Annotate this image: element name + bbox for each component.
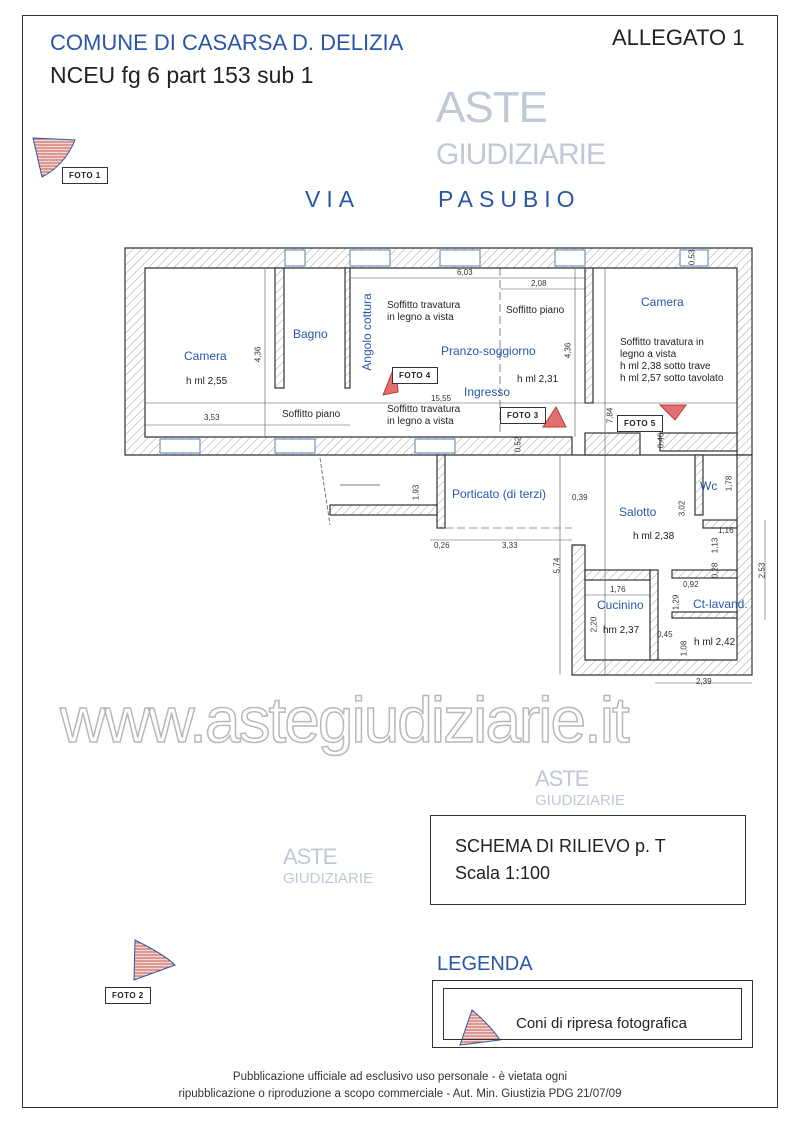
watermark-aste: ASTE bbox=[436, 83, 548, 132]
room-pranzo-soggiorno: Pranzo-soggiorno bbox=[441, 344, 536, 358]
watermark-aste-small: ASTE bbox=[535, 766, 589, 791]
dim-label: 3,02 bbox=[677, 500, 687, 517]
dim-label: 0,26 bbox=[434, 541, 450, 550]
note-soffitto-travatura-1: Soffitto travatura bbox=[387, 300, 461, 311]
page-frame bbox=[22, 15, 778, 1108]
room-porticato: Porticato (di terzi) bbox=[452, 487, 547, 501]
room-bagno: Bagno bbox=[293, 327, 328, 341]
room-cucinino-height: hm 2,37 bbox=[603, 625, 640, 636]
footer-line-2: ripubblicazione o riproduzione a scopo c… bbox=[178, 1088, 622, 1100]
room-ct-lavand-height: h ml 2,42 bbox=[694, 637, 736, 648]
watermark-giudiziarie: GIUDIZIARIE bbox=[436, 138, 606, 171]
room-salotto: Salotto bbox=[619, 505, 657, 519]
camera-right-note-4: h ml 2,57 sotto tavolato bbox=[620, 373, 724, 384]
dim-label: 0,46 bbox=[656, 432, 666, 449]
dim-label: 2,53 bbox=[757, 562, 767, 579]
dim-label: 15,55 bbox=[431, 394, 452, 403]
dim-label: 7,84 bbox=[605, 407, 615, 424]
dim-label: 0,39 bbox=[572, 493, 588, 502]
dim-label: 3,53 bbox=[204, 413, 220, 422]
dim-label: 1,13 bbox=[710, 537, 720, 554]
street-via: VIA bbox=[305, 186, 361, 212]
watermark-giudiziarie-small: GIUDIZIARIE bbox=[535, 792, 626, 809]
foto-5-label: FOTO 5 bbox=[617, 415, 663, 432]
dim-label: 4,36 bbox=[563, 342, 573, 359]
dim-label: 2,39 bbox=[696, 677, 712, 686]
dim-label: 2,20 bbox=[589, 616, 599, 633]
survey-scale: Scala 1:100 bbox=[455, 863, 551, 883]
note-in-legno-2: in legno a vista bbox=[387, 416, 454, 427]
dim-label: 1,93 bbox=[411, 484, 421, 501]
dim-label: 0,53 bbox=[687, 249, 697, 266]
dim-label: 1,29 bbox=[671, 594, 681, 611]
street-name: PASUBIO bbox=[438, 186, 581, 212]
cadastral-reference: NCEU fg 6 part 153 sub 1 bbox=[50, 62, 314, 88]
dim-label: 0,45 bbox=[657, 630, 673, 639]
dim-label: 2,08 bbox=[531, 279, 547, 288]
foto-4-label: FOTO 4 bbox=[392, 367, 438, 384]
stairs bbox=[319, 457, 380, 526]
dim-label: 0,52 bbox=[513, 436, 523, 453]
dim-label: 0,92 bbox=[683, 580, 699, 589]
photo-cone-icons bbox=[32, 137, 687, 1046]
room-ct-lavand: Ct-lavand. bbox=[693, 597, 748, 611]
camera-right-note-2: legno a vista bbox=[620, 349, 677, 360]
room-camera-left: Camera bbox=[184, 349, 227, 363]
dimension-lines bbox=[145, 268, 766, 684]
dim-label: 4,36 bbox=[253, 346, 263, 363]
room-ingresso: Ingresso bbox=[464, 385, 511, 399]
room-camera-right: Camera bbox=[641, 295, 684, 309]
camera-right-note-3: h ml 2,38 sotto trave bbox=[620, 361, 711, 372]
legend-title: LEGENDA bbox=[437, 953, 533, 975]
survey-title: SCHEMA DI RILIEVO p. T bbox=[455, 836, 666, 856]
legend-box: Coni di ripresa fotografica bbox=[432, 980, 753, 1048]
dim-label: 1,76 bbox=[610, 585, 626, 594]
dim-label: 6,03 bbox=[457, 268, 473, 277]
room-wc: Wc bbox=[700, 479, 718, 493]
cone-foto-2 bbox=[133, 939, 176, 981]
footer-line-1: Pubblicazione ufficiale ad esclusivo uso… bbox=[232, 1071, 568, 1083]
walls bbox=[124, 247, 753, 676]
room-camera-left-height: h ml 2,55 bbox=[186, 376, 228, 387]
room-salotto-height: h ml 2,38 bbox=[633, 531, 675, 542]
legend-inner-box: Coni di ripresa fotografica bbox=[443, 988, 742, 1040]
survey-title-box: SCHEMA DI RILIEVO p. T Scala 1:100 bbox=[430, 815, 746, 905]
cone-foto-1 bbox=[32, 137, 76, 178]
room-pranzo-height: h ml 2,31 bbox=[517, 374, 559, 385]
room-angolo-cottura: Angolo cottura bbox=[360, 293, 374, 371]
note-soffitto-travatura-2: Soffitto travatura bbox=[387, 404, 461, 415]
dim-label: 1,08 bbox=[679, 640, 689, 657]
cone-foto-3 bbox=[542, 405, 567, 428]
legend-item-cone: Coni di ripresa fotografica bbox=[516, 1015, 687, 1032]
attachment-label: ALLEGATO 1 bbox=[612, 25, 745, 50]
watermark-aste-small-2: ASTE bbox=[283, 844, 337, 869]
dim-label: 1,16 bbox=[718, 526, 734, 535]
windows bbox=[159, 249, 709, 454]
foto-3-label: FOTO 3 bbox=[500, 407, 546, 424]
watermark-website: www.astegiudiziarie.it bbox=[59, 684, 630, 756]
camera-right-note-1: Soffitto travatura in bbox=[620, 337, 704, 348]
note-soffitto-piano-1: Soffitto piano bbox=[506, 305, 565, 316]
municipality-title: COMUNE DI CASARSA D. DELIZIA bbox=[50, 30, 404, 55]
note-soffitto-piano-2: Soffitto piano bbox=[282, 409, 341, 420]
dim-label: 0,28 bbox=[710, 562, 720, 579]
note-in-legno-1: in legno a vista bbox=[387, 312, 454, 323]
foto-1-label: FOTO 1 bbox=[62, 167, 108, 184]
dim-label: 3,33 bbox=[502, 541, 518, 550]
foto-2-label: FOTO 2 bbox=[105, 987, 151, 1004]
cone-foto-5 bbox=[658, 404, 687, 421]
dim-label: 5,74 bbox=[552, 557, 562, 574]
watermark-giudiziarie-small-2: GIUDIZIARIE bbox=[283, 870, 374, 887]
room-cucinino: Cucinino bbox=[597, 598, 644, 612]
dim-label: 1,78 bbox=[724, 475, 734, 492]
